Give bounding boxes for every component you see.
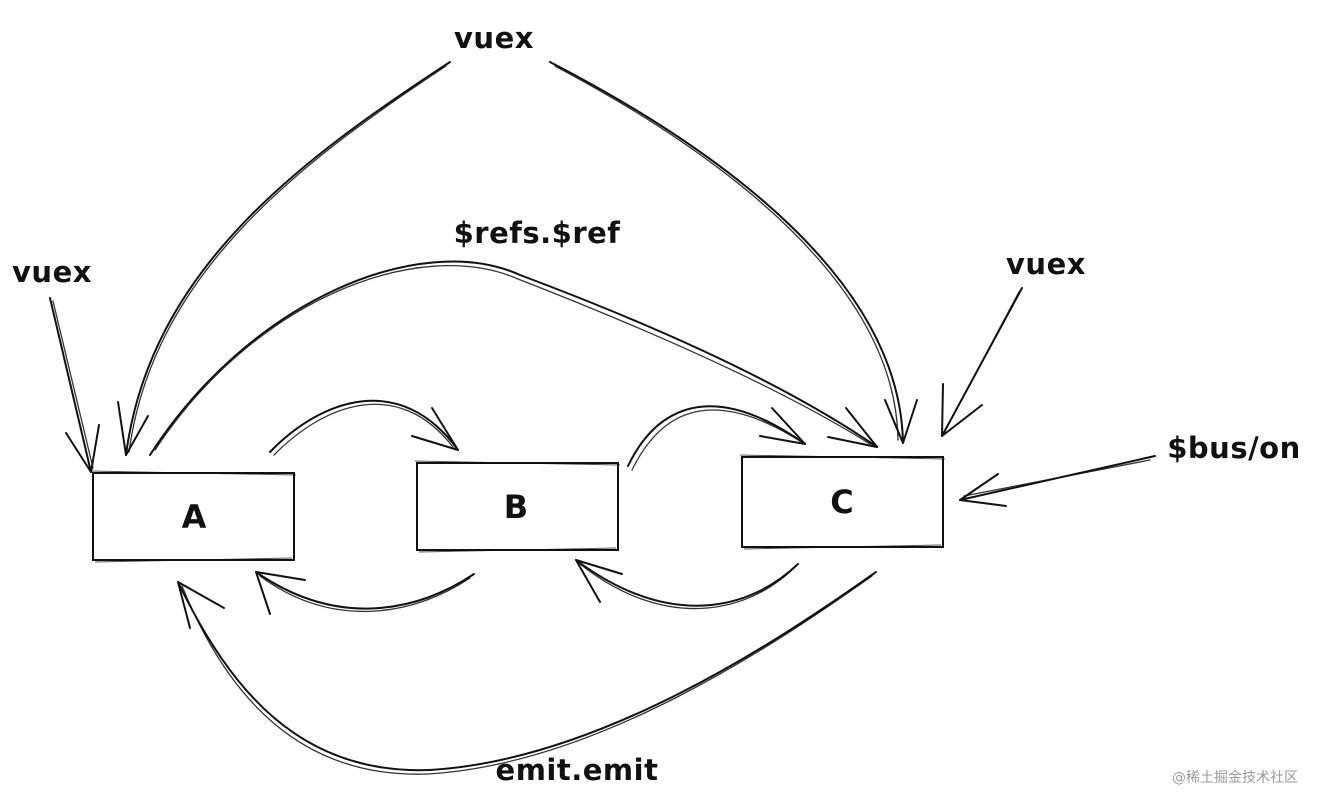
node-a: A [90, 470, 297, 563]
label-vuex-top: vuex [454, 21, 534, 55]
watermark: @稀土掘金技术社区 [1172, 770, 1298, 786]
arrow-b-to-c [627, 405, 806, 471]
arrow-b-to-a [255, 571, 475, 615]
node-a-label: A [182, 498, 207, 536]
label-vuex-right: vuex [1006, 247, 1086, 281]
arrow-emit-c-to-a [177, 571, 877, 775]
node-c-label: C [830, 483, 853, 521]
arrow-vuex-top-to-c [549, 61, 918, 444]
arrow-a-to-b [269, 399, 459, 456]
node-b: B [414, 460, 621, 553]
arrow-bus-to-c [959, 455, 1156, 507]
arrow-vuex-left-to-a [49, 297, 100, 473]
label-refs: $refs.$ref [454, 216, 621, 250]
label-bus: $bus/on [1167, 431, 1301, 465]
label-emit: emit.emit [496, 753, 659, 787]
label-vuex-left: vuex [12, 255, 92, 289]
node-b-label: B [504, 488, 528, 526]
node-c: C [739, 454, 946, 550]
arrow-vuex-right-to-c [941, 287, 1023, 437]
arrow-vuex-top-to-a [117, 61, 451, 456]
arrow-c-to-b [575, 559, 799, 610]
arrow-refs-a-to-c [149, 260, 878, 456]
